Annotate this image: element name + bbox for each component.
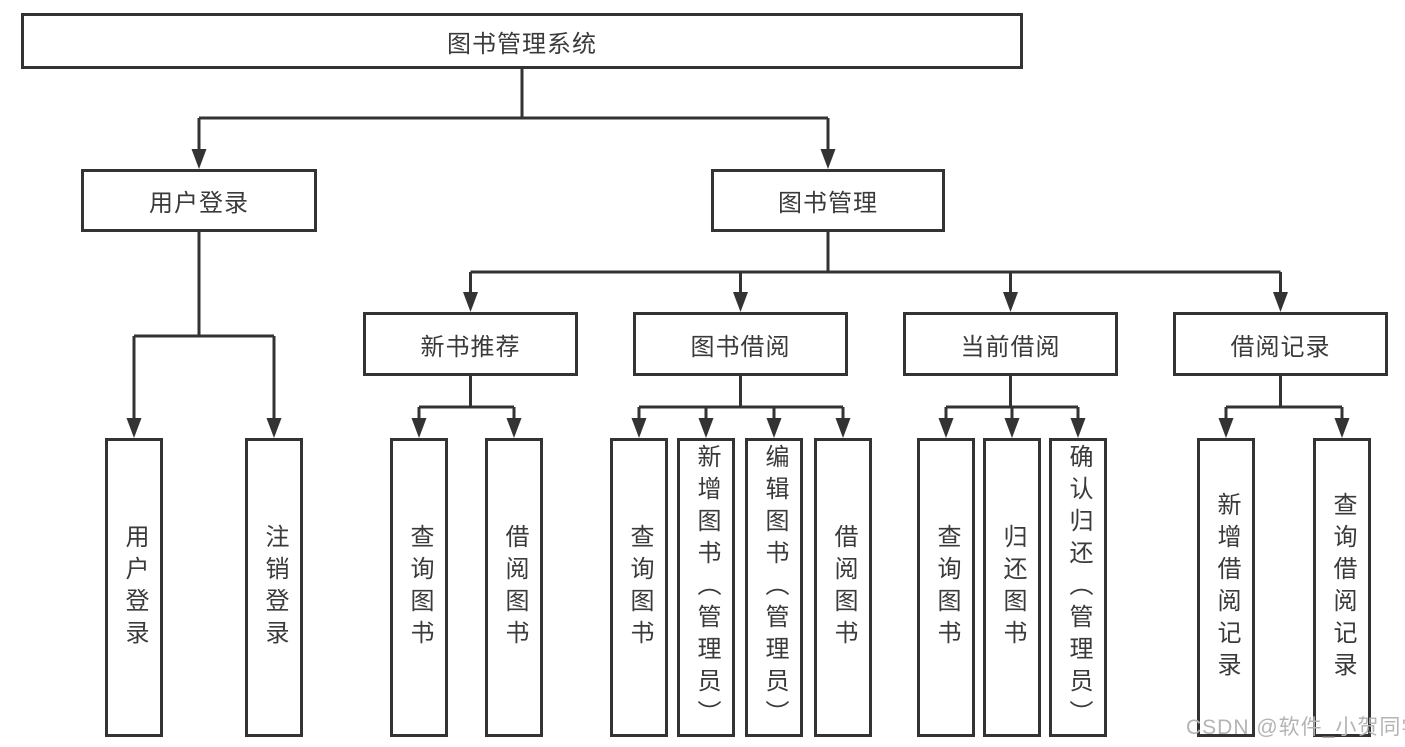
leaf-label: 查询图书 (933, 523, 960, 652)
leaf-label: 用户登录 (121, 523, 148, 652)
leaf-query-books-recommend: 查询图书 (390, 438, 448, 737)
leaf-query-books-borrowing: 查询图书 (610, 438, 668, 737)
node-new-book-recommendation: 新书推荐 (363, 312, 578, 376)
leaf-return-books: 归还图书 (983, 438, 1041, 737)
node-user-login: 用户登录 (81, 169, 317, 232)
leaf-edit-books-admin: 编辑图书（管理员） (745, 438, 803, 737)
leaf-borrow-books: 借阅图书 (814, 438, 872, 737)
csdn-watermark: CSDN @软件_小贺同学 (1186, 716, 1405, 739)
leaf-logout: 注销登录 (245, 438, 303, 737)
node-book-management: 图书管理 (711, 169, 945, 232)
leaf-label: 注销登录 (261, 523, 288, 652)
leaf-add-books-admin: 新增图书（管理员） (677, 438, 735, 737)
node-library-management-system: 图书管理系统 (21, 13, 1023, 69)
leaf-label: 借阅图书 (501, 523, 528, 652)
node-book-borrowing: 图书借阅 (633, 312, 848, 376)
leaf-label: 新增借阅记录 (1213, 491, 1240, 684)
node-borrowing-records: 借阅记录 (1173, 312, 1388, 376)
leaf-query-books-current: 查询图书 (917, 438, 975, 737)
arrowheads (126, 149, 1350, 438)
leaf-label: 归还图书 (999, 523, 1026, 652)
leaf-query-borrow-record: 查询借阅记录 (1313, 438, 1371, 737)
leaf-add-borrow-record: 新增借阅记录 (1197, 438, 1255, 737)
leaf-user-login: 用户登录 (105, 438, 163, 737)
leaf-label: 借阅图书 (830, 523, 857, 652)
leaf-confirm-return-admin: 确认归还（管理员） (1049, 438, 1107, 737)
leaf-label: 查询图书 (406, 523, 433, 652)
leaf-borrow-books-recommend: 借阅图书 (485, 438, 543, 737)
leaf-label: 查询图书 (626, 523, 653, 652)
leaf-label: 查询借阅记录 (1329, 491, 1356, 684)
leaf-label: 确认归还（管理员） (1065, 443, 1092, 732)
node-current-borrowing: 当前借阅 (903, 312, 1118, 376)
leaf-label: 编辑图书（管理员） (761, 443, 788, 732)
leaf-label: 新增图书（管理员） (693, 443, 720, 732)
